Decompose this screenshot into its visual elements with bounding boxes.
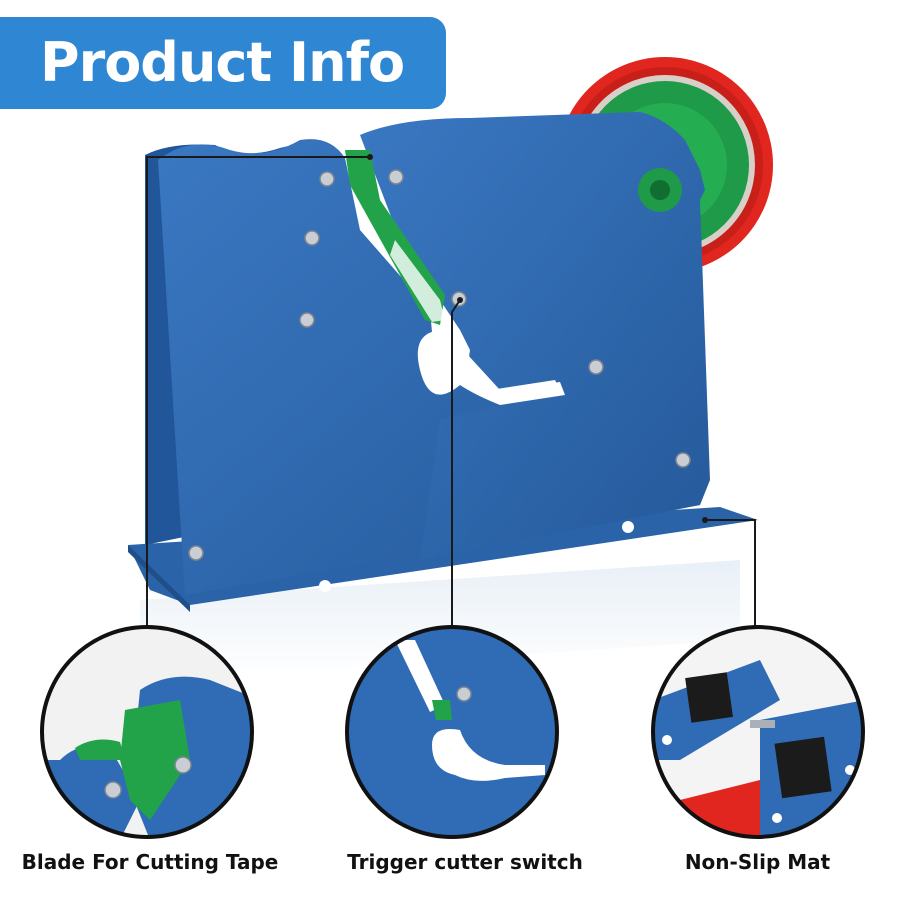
product-info-banner: Product Info [0, 17, 446, 109]
trigger-detail-circle [345, 625, 559, 839]
trigger-cutout [417, 330, 565, 405]
dispenser-right-panel [360, 112, 710, 560]
dispenser-base [128, 507, 758, 605]
caption-non-slip-mat: Non-Slip Mat [684, 850, 831, 874]
blade-detail-circle [40, 625, 254, 839]
non-slip-mat-detail-circle [651, 625, 865, 839]
caption-trigger: Trigger cutter switch [347, 850, 583, 874]
banner-title: Product Info [40, 31, 405, 94]
screws [188, 169, 691, 561]
leader-lines [146, 156, 756, 628]
caption-blade: Blade For Cutting Tape [21, 850, 279, 874]
